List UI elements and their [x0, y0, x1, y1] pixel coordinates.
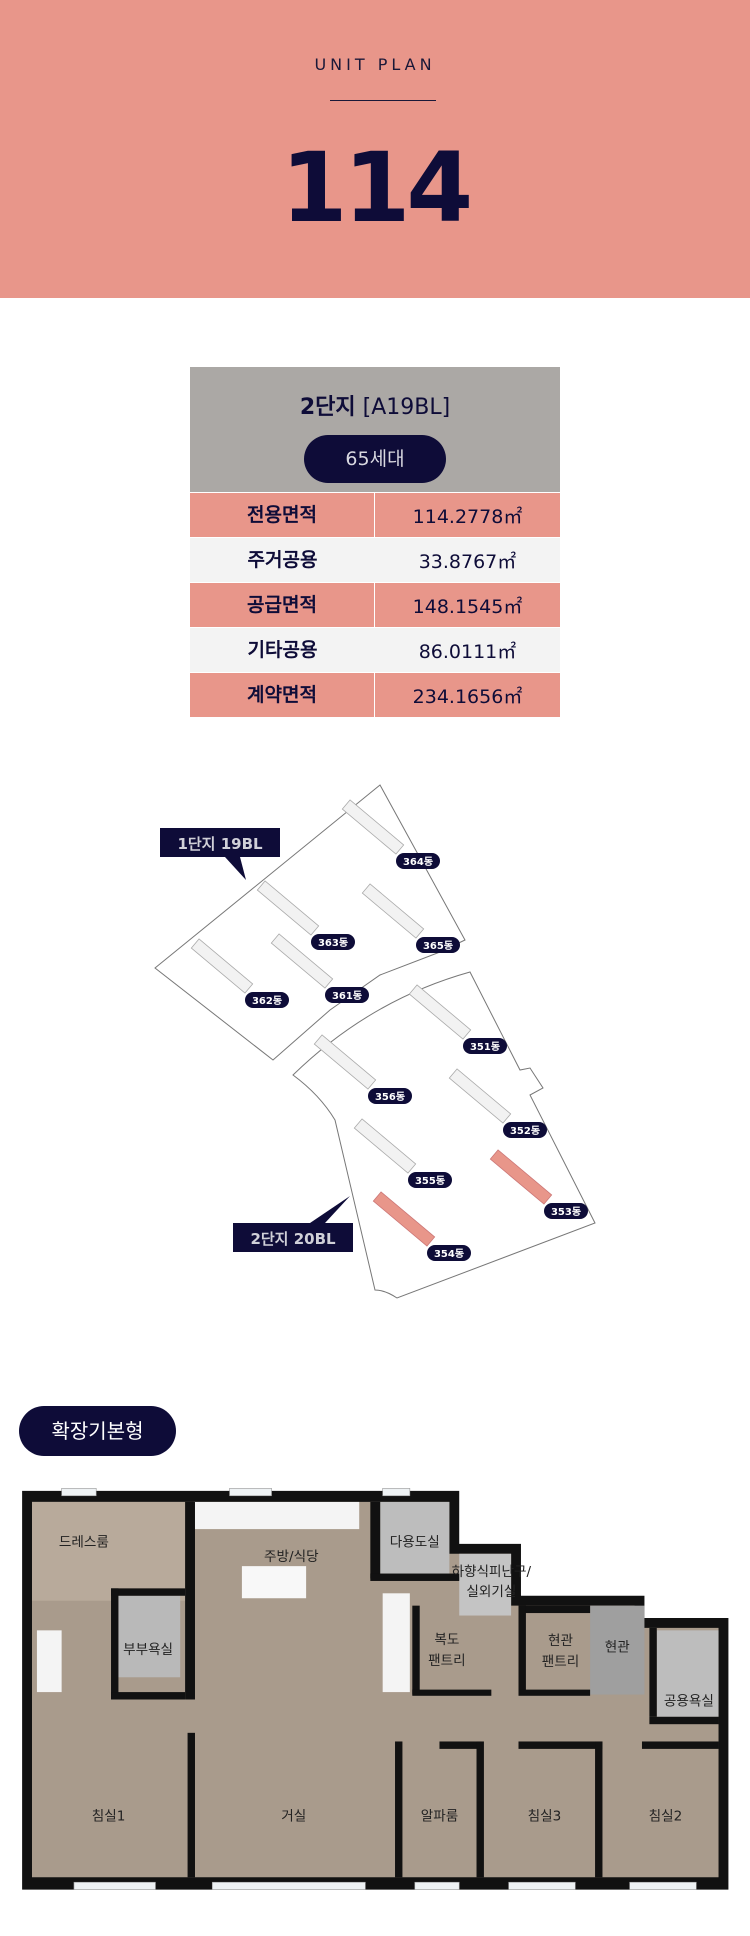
- building-name: 362동: [252, 995, 282, 1007]
- room-label: 침실1: [92, 1809, 126, 1825]
- table-row: 기타공용 86.0111㎡: [190, 628, 560, 672]
- divider: [330, 100, 436, 101]
- plan-type-badge: 확장기본형: [19, 1406, 176, 1456]
- unit-plan-subtitle: UNIT PLAN: [314, 55, 436, 74]
- building-footprint: [313, 1034, 377, 1090]
- room-label: 팬트리: [428, 1653, 465, 1669]
- building-label: 353동: [544, 1203, 588, 1219]
- building-footprint: [353, 1118, 417, 1174]
- room-label: 실외기실: [466, 1584, 516, 1600]
- complex-name: 2단지: [299, 395, 356, 420]
- svg-text:2단지 20BL: 2단지 20BL: [250, 1230, 336, 1248]
- row-label: 기타공용: [247, 639, 318, 661]
- utility-room-floor: [380, 1501, 450, 1574]
- building-footprint: [361, 883, 425, 939]
- room-label: 하향식피난구/: [452, 1564, 532, 1580]
- building-label: 362동: [245, 992, 289, 1008]
- table-row: 계약면적 234.1656㎡: [190, 673, 560, 717]
- row-value: 33.8767㎡: [418, 550, 517, 573]
- room-label: 다용도실: [390, 1534, 440, 1550]
- entrance-floor: [590, 1605, 645, 1695]
- building-label: 356동: [368, 1088, 412, 1104]
- building-label: 354동: [427, 1245, 471, 1261]
- floor-plan: 드레스룸 주방/식당 다용도실 하향식피난구/ 실외기실 부부욕실 복도 팬트리…: [22, 1488, 729, 1890]
- households-badge: 65세대: [304, 435, 446, 483]
- building-name: 351동: [470, 1041, 500, 1053]
- table-header: 2단지 [A19BL] 65세대: [190, 367, 560, 492]
- building-name: 365동: [423, 940, 453, 952]
- row-label: 주거공용: [247, 549, 318, 571]
- table-row: 전용면적 114.2778㎡: [190, 493, 560, 537]
- complex2-boundary: [292, 971, 596, 1299]
- floor: [31, 1501, 719, 1878]
- unit-header: UNIT PLAN 114: [0, 0, 750, 298]
- building-footprint: [341, 799, 405, 855]
- room-label: 드레스룸: [59, 1534, 109, 1550]
- room-label: 공용욕실: [664, 1694, 714, 1710]
- row-value: 234.1656㎡: [412, 685, 523, 708]
- common-bath-floor: [656, 1630, 719, 1717]
- table-row: 주거공용 33.8767㎡: [190, 538, 560, 582]
- room-label: 복도: [434, 1632, 459, 1648]
- room-label: 주방/식당: [264, 1549, 319, 1565]
- dressroom-area: [31, 1501, 186, 1601]
- building-label: 361동: [325, 987, 369, 1003]
- building-name: 363동: [318, 937, 348, 949]
- svg-text:1단지 19BL: 1단지 19BL: [177, 835, 263, 853]
- building-footprint: [190, 938, 254, 994]
- room-label: 현관: [548, 1633, 573, 1649]
- building-name: 356동: [375, 1091, 405, 1103]
- kitchen-island: [241, 1566, 307, 1599]
- building-label: 355동: [408, 1172, 452, 1188]
- room-label: 부부욕실: [123, 1642, 173, 1658]
- room-label: 알파룸: [421, 1809, 458, 1825]
- building-label: 351동: [463, 1038, 507, 1054]
- row-label: 공급면적: [190, 583, 375, 627]
- kitchen-counter: [193, 1501, 360, 1530]
- unit-number: 114: [280, 132, 473, 244]
- building-label: 352동: [503, 1122, 547, 1138]
- closet: [382, 1593, 410, 1693]
- complex1-label: 1단지 19BL: [160, 828, 280, 880]
- row-label: 전용면적: [190, 493, 375, 537]
- table-row: 공급면적 148.1545㎡: [190, 583, 560, 627]
- building-name: 353동: [551, 1206, 581, 1218]
- row-value: 148.1545㎡: [412, 595, 523, 618]
- building-name: 354동: [434, 1248, 464, 1260]
- building-name: 355동: [415, 1175, 445, 1187]
- shelter-floor: [459, 1553, 512, 1616]
- building-footprint: [270, 933, 334, 989]
- row-value: 114.2778㎡: [412, 505, 523, 528]
- room-label: 현관: [605, 1639, 630, 1655]
- complex2-label: 2단지 20BL: [233, 1196, 353, 1252]
- master-bath-floor: [118, 1595, 181, 1678]
- row-value: 86.0111㎡: [418, 640, 517, 663]
- building-name: 364동: [403, 856, 433, 868]
- building-label: 363동: [311, 934, 355, 950]
- room-label: 팬트리: [542, 1654, 579, 1670]
- building-footprint: [256, 880, 320, 936]
- area-table: 2단지 [A19BL] 65세대 전용면적 114.2778㎡ 주거공용 33.87…: [190, 367, 560, 717]
- site-map: 1단지 19BL 2단지 20BL 364동 363동 365동 362동 361동 35…: [154, 784, 596, 1299]
- building-footprint: [408, 984, 472, 1040]
- closet: [36, 1630, 62, 1693]
- room-label: 거실: [281, 1809, 306, 1825]
- interior-walls: [111, 1501, 719, 1878]
- building-label: 365동: [416, 937, 460, 953]
- block-name: [A19BL]: [362, 395, 451, 420]
- building-label: 364동: [396, 853, 440, 869]
- windows: [61, 1488, 697, 1890]
- building-footprint: [489, 1149, 553, 1205]
- building-footprint: [372, 1191, 436, 1247]
- building-name: 352동: [510, 1125, 540, 1137]
- building-footprint: [448, 1068, 512, 1124]
- building-name: 361동: [332, 990, 362, 1002]
- room-label: 침실2: [649, 1809, 683, 1825]
- row-label: 계약면적: [190, 673, 375, 717]
- room-label: 침실3: [528, 1809, 562, 1825]
